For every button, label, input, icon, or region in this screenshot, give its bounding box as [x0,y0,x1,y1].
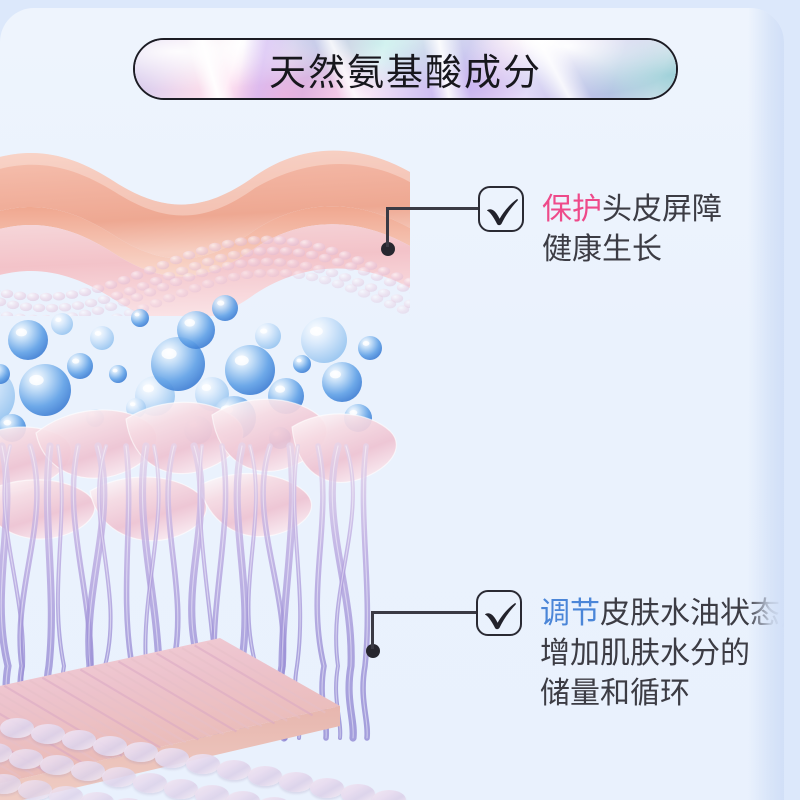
callout-2-line-2: 增加肌肤水分的 [540,636,750,671]
content-card: 天然氨基酸成分 保护头皮屏障 健康生长 [0,8,784,800]
cell-pad [80,792,114,800]
callout-2-line-3: 储量和循环 [540,676,690,711]
cell-pad [40,755,74,775]
cell-pad [31,724,65,744]
title-banner: 天然氨基酸成分 [133,38,678,100]
checkbox-check-icon[interactable] [476,590,522,636]
checkbox-check-icon[interactable] [478,186,524,232]
cell-pad [248,766,282,786]
callout-1-leader-horizontal [386,207,480,210]
callout-2-highlight: 调节 [540,596,600,631]
callout-1-line-2: 健康生长 [542,232,662,267]
callout-1-line-1: 保护头皮屏障 [542,190,722,230]
cell-pad [279,772,313,792]
callout-1-highlight: 保护 [542,192,602,227]
callout-1-leader-vertical [386,207,389,247]
cell-pad [195,785,229,800]
cell-pad [9,749,43,769]
cell-pad [164,779,198,799]
cell-pad [217,760,251,780]
cell-pad [71,761,105,781]
cell-pad [341,784,375,800]
cell-pad [310,778,344,798]
epidermis-layer [0,150,410,316]
cell-pad [0,718,34,738]
page-title: 天然氨基酸成分 [269,51,542,94]
cell-pad [102,767,136,787]
check-glyph [487,199,518,226]
holo-streaks [135,40,676,98]
cell-pad [18,780,52,800]
cell-pad [93,736,127,756]
check-glyph [485,603,516,630]
cell-pad [124,742,158,762]
cell-pad [133,773,167,793]
callout-2-leader-horizontal [371,611,478,614]
callout-2-anchor-dot [366,644,380,658]
callout-1-anchor-dot [381,242,395,256]
cell-pad [62,730,96,750]
right-edge-tint [748,8,784,800]
cell-pad [226,791,260,800]
cell-pad [372,790,406,800]
callout-2-leader-vertical [371,611,374,649]
cell-pad-array [0,708,406,800]
cell-pad [257,797,291,800]
cell-pad [0,774,21,794]
cell-pad [111,798,145,800]
skin-layers-illustration [0,108,410,800]
cell-pad [186,754,220,774]
cell-pad [155,748,189,768]
callout-1-line-1-rest: 头皮屏障 [602,192,722,227]
cell-pad [49,786,83,800]
